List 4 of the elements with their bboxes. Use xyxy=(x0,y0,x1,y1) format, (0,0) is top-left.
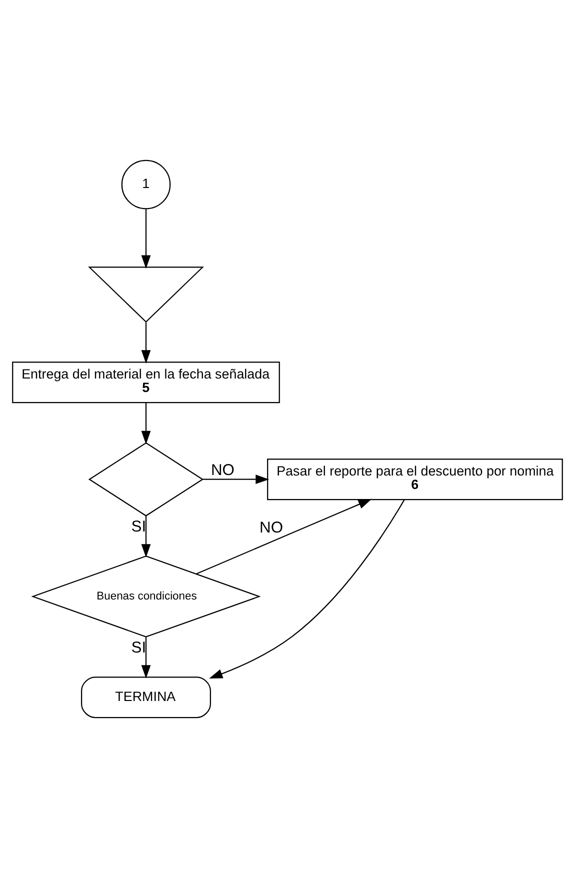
edge-label: NO xyxy=(260,519,284,536)
edge-label: SI xyxy=(131,518,146,536)
edge-label: SI xyxy=(131,640,146,657)
edge-label: NO xyxy=(210,462,235,480)
